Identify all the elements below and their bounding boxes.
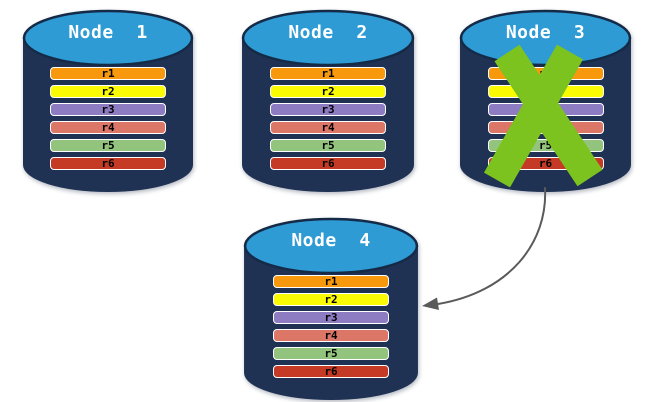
replica-label: r4 [101, 120, 115, 134]
replica-bar-r4: r4 [50, 121, 166, 134]
replica-bar-r6: r6 [487, 156, 604, 170]
replica-label: r1 [101, 66, 115, 80]
replica-label: r4 [538, 120, 553, 134]
cylinder-top [243, 217, 419, 275]
replica-bar-r4: r4 [270, 121, 386, 134]
node-4: Node 4 r1 r2 r3 r4 r5 r6 [242, 213, 420, 401]
replica-bar-r6: r6 [50, 157, 166, 170]
replica-bar-r2: r2 [270, 85, 386, 98]
node-title: Node 4 [291, 230, 371, 251]
replica-label: r4 [321, 120, 335, 134]
replica-label: r2 [321, 84, 335, 98]
replica-bar-r3: r3 [487, 102, 604, 116]
replica-bar-r1: r1 [50, 67, 166, 80]
node-1: Node 1 r1 r2 r3 r4 r5 r6 [21, 5, 195, 193]
replica-label: r2 [324, 292, 338, 306]
replica-label: r4 [324, 328, 338, 342]
replica-label: r6 [324, 364, 338, 378]
replica-bar-r6: r6 [273, 365, 389, 378]
replica-label: r1 [538, 66, 553, 80]
replica-label: r3 [101, 102, 115, 116]
transfer-arrowhead [422, 297, 439, 310]
replica-list: r1 r2 r3 r4 r5 r6 [240, 67, 416, 170]
replica-list: r1 r2 r3 r4 r5 r6 [21, 67, 195, 170]
replica-label: r5 [324, 346, 338, 360]
transfer-arrow [422, 187, 547, 310]
replica-label: r1 [321, 66, 335, 80]
replica-label: r6 [101, 156, 115, 170]
node-title: Node 1 [68, 22, 148, 43]
replica-bar-r6: r6 [270, 157, 386, 170]
replica-label: r3 [324, 310, 338, 324]
replica-bar-r2: r2 [487, 84, 604, 98]
node-3: Node 3 r1 r2 r3 r4 r5 r6 [458, 5, 633, 193]
replica-list: r1 r2 r3 r4 r5 r6 [458, 67, 633, 170]
node-title: Node 3 [505, 22, 586, 43]
replica-bar-r4: r4 [273, 329, 389, 342]
replica-bar-r5: r5 [270, 139, 386, 152]
replica-bar-r1: r1 [487, 66, 604, 80]
replica-label: r6 [538, 156, 553, 170]
replica-bar-r5: r5 [50, 139, 166, 152]
replica-label: r5 [538, 138, 553, 152]
replica-label: r6 [321, 156, 335, 170]
replica-bar-r3: r3 [270, 103, 386, 116]
replica-label: r2 [538, 84, 553, 98]
node-title: Node 2 [288, 22, 368, 43]
cylinder-top [22, 9, 194, 67]
replica-bar-r3: r3 [50, 103, 166, 116]
replica-label: r3 [321, 102, 335, 116]
replica-label: r2 [101, 84, 115, 98]
replica-list: r1 r2 r3 r4 r5 r6 [242, 275, 420, 378]
replica-label: r3 [538, 102, 553, 116]
replica-bar-r2: r2 [50, 85, 166, 98]
node-2: Node 2 r1 r2 r3 r4 r5 r6 [240, 5, 416, 193]
replica-bar-r4: r4 [487, 120, 604, 134]
replica-bar-r5: r5 [487, 138, 604, 152]
cylinder-top [241, 9, 415, 67]
replica-bar-r1: r1 [273, 275, 389, 288]
replica-bar-r2: r2 [273, 293, 389, 306]
transfer-arrow-line [437, 187, 547, 305]
replica-label: r5 [101, 138, 115, 152]
replica-bar-r5: r5 [273, 347, 389, 360]
replica-bar-r3: r3 [273, 311, 389, 324]
replica-bar-r1: r1 [270, 67, 386, 80]
replica-label: r1 [324, 274, 338, 288]
replica-label: r5 [321, 138, 335, 152]
